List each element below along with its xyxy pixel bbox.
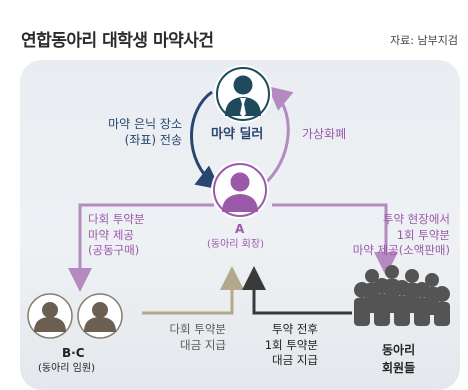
- edge-label-line: 다회 투약분: [88, 212, 145, 226]
- arrow-bc-to-a: [142, 266, 244, 315]
- edge-label-line: 마약 제공: [88, 227, 134, 242]
- edge-label-line: 1회 투약분: [396, 227, 450, 242]
- leader-a-role: (동아리 회장): [207, 239, 264, 250]
- edge-label-line: (공동구매): [88, 243, 140, 258]
- bc-avatars-icon: [27, 293, 123, 339]
- edge-label-bc-to-a: 다회 투약분 대금 지급: [150, 322, 226, 353]
- edge-label-line: 마약 제공(소액판매): [352, 243, 450, 258]
- arrow-a-to-dealer: [261, 86, 294, 188]
- arrow-a-to-members: [272, 203, 398, 276]
- bc-label: B·C: [62, 346, 85, 360]
- edge-label-members-to-a: 투약 전후 1회 투약분 대금 지급: [250, 322, 318, 369]
- edge-label-a-to-members: 투약 현장에서 1회 투약분 마약 제공(소액판매): [290, 212, 450, 259]
- edge-label-line: 투약 전후: [272, 322, 318, 336]
- dealer-avatar-icon: [214, 65, 272, 123]
- edge-label-line: 대금 지급: [180, 337, 226, 352]
- source-note: 자료: 남부지검: [390, 34, 458, 47]
- arrow-members-to-a: [242, 266, 352, 315]
- edge-label-line: 1회 투약분: [264, 337, 318, 352]
- members-label-line2: 회원들: [382, 361, 416, 375]
- arrow-dealer-to-a: [190, 90, 221, 190]
- leader-a-avatar-icon: [211, 161, 269, 219]
- bc-role: (동아리 임원): [38, 363, 95, 374]
- members-crowd-icon: [354, 265, 450, 326]
- edge-label-a-to-bc: 다회 투약분 마약 제공 (공동구매): [88, 212, 145, 259]
- edge-label-a-to-dealer: 가상화폐: [302, 126, 346, 142]
- edge-label-line: 가상화폐: [302, 127, 347, 141]
- edge-label-line: 투약 현장에서: [382, 212, 450, 226]
- edge-label-dealer-to-a: 마약 은닉 장소 (좌표) 전송: [82, 116, 182, 148]
- edge-label-line: 다회 투약분: [169, 322, 226, 336]
- edge-label-line: (좌표) 전송: [124, 133, 182, 148]
- members-label-line1: 동아리: [382, 343, 416, 357]
- edge-label-line: 마약 은닉 장소: [108, 117, 182, 131]
- leader-a-label: A: [235, 222, 245, 236]
- dealer-label: 마약 딜러: [211, 127, 264, 142]
- edge-label-line: 대금 지급: [272, 353, 318, 368]
- page-title: 연합동아리 대학생 마약사건: [21, 31, 214, 51]
- arrow-a-to-bc: [68, 203, 214, 292]
